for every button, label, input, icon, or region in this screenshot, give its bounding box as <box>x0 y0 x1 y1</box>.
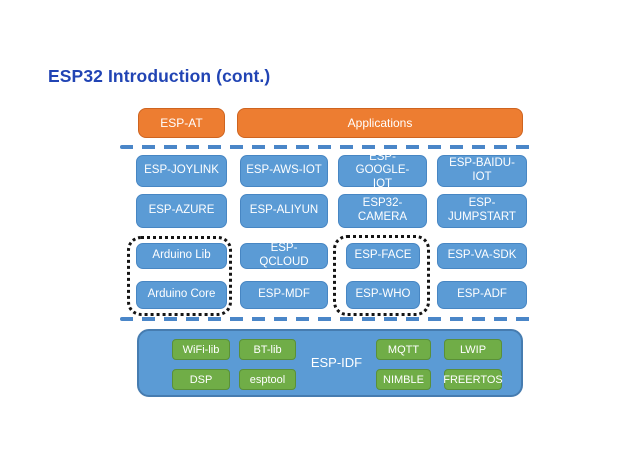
box-lwip: LWIP <box>444 339 502 360</box>
dotted-group-esp-face-who <box>333 235 430 316</box>
esp-idf-label: ESP-IDF <box>310 355 363 370</box>
box-esp-google-iot: ESP-GOOGLE- IOT <box>338 151 427 190</box>
box-wifi-lib: WiFi-lib <box>172 339 230 360</box>
box-esp-adf: ESP-ADF <box>437 281 527 309</box>
page-title: ESP32 Introduction (cont.) <box>48 66 271 86</box>
box-esp-va-sdk: ESP-VA-SDK <box>437 243 527 269</box>
box-nimble: NIMBLE <box>376 369 431 390</box>
box-esp-aliyun: ESP-ALIYUN <box>240 194 328 228</box>
box-mqtt: MQTT <box>376 339 431 360</box>
box-esp-aws-iot: ESP-AWS-IOT <box>240 155 328 187</box>
box-freertos: FREERTOS <box>443 369 503 390</box>
box-esp-who: ESP-WHO <box>346 281 420 309</box>
box-dsp: DSP <box>172 369 230 390</box>
box-esp-qcloud: ESP-QCLOUD <box>240 242 328 269</box>
box-esptool: esptool <box>239 369 296 390</box>
box-esp-face: ESP-FACE <box>346 243 420 269</box>
box-esp-azure: ESP-AZURE <box>136 194 227 228</box>
box-esp-idf: ESP-IDF WiFi-lib BT-lib MQTT LWIP DSP es… <box>137 329 523 397</box>
box-bt-lib: BT-lib <box>239 339 296 360</box>
box-arduino-core: Arduino Core <box>136 281 227 309</box>
box-esp-at: ESP-AT <box>138 108 225 138</box>
box-esp-jumpstart: ESP- JUMPSTART <box>437 194 527 228</box>
box-esp32-camera: ESP32- CAMERA <box>338 194 427 228</box>
separator-dashed-line-bottom <box>120 317 538 321</box>
box-esp-joylink: ESP-JOYLINK <box>136 155 227 187</box>
separator-dashed-line-top <box>120 145 538 149</box>
box-esp-baidu-iot: ESP-BAIDU- IOT <box>437 155 527 187</box>
dotted-group-arduino <box>127 236 232 316</box>
box-esp-mdf: ESP-MDF <box>240 281 328 309</box>
box-applications: Applications <box>237 108 523 138</box>
box-arduino-lib: Arduino Lib <box>136 243 227 269</box>
